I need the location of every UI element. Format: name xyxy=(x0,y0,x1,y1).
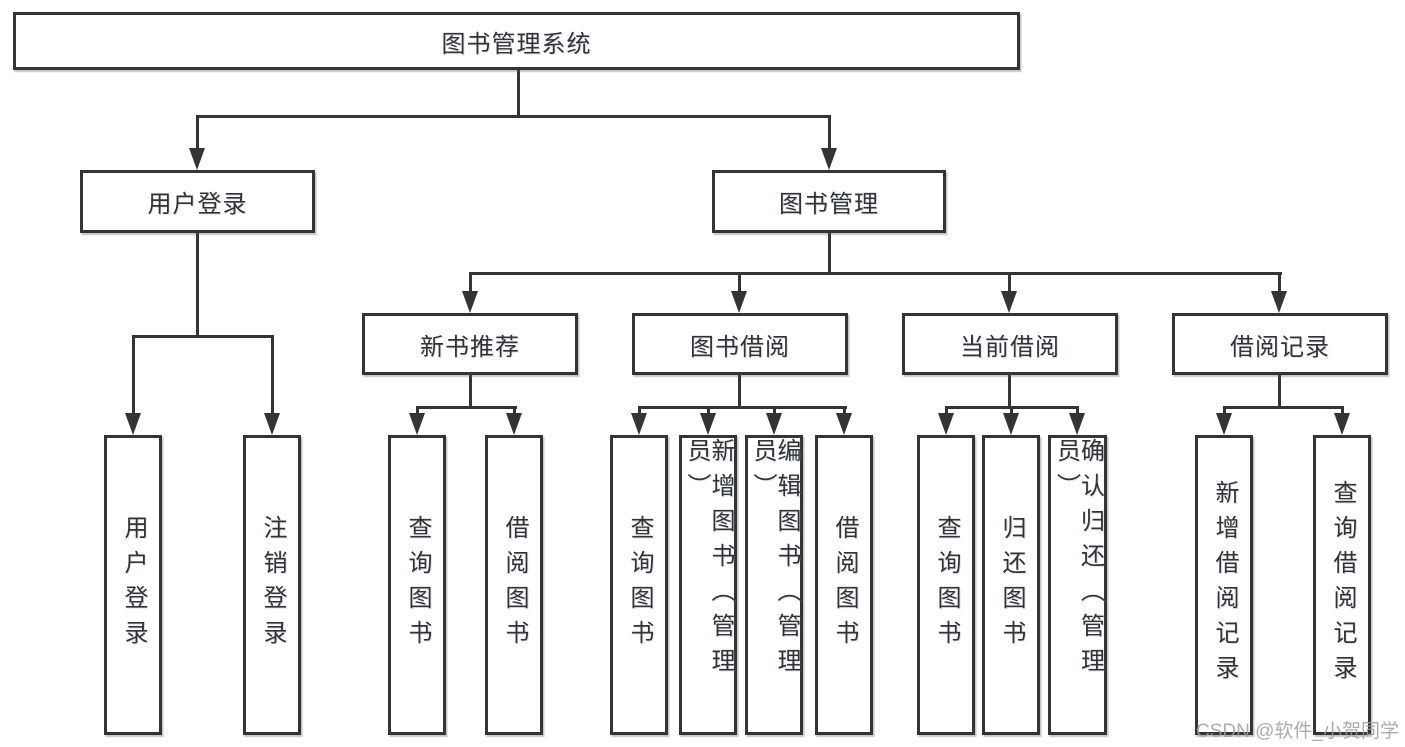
arrow-down-icon xyxy=(821,148,837,170)
node-label: 借阅记录 xyxy=(1230,333,1330,361)
arrow-down-icon xyxy=(1216,413,1232,435)
arrow-down-icon xyxy=(731,291,747,313)
connector-line xyxy=(945,406,948,415)
arrow-down-icon xyxy=(189,148,205,170)
arrow-down-icon xyxy=(631,413,647,435)
arrow-down-icon xyxy=(1069,413,1085,435)
leaf-add-book-admin: 新增图书（管理员） xyxy=(679,435,737,735)
arrow-down-icon xyxy=(264,413,280,435)
arrow-down-icon xyxy=(462,291,478,313)
connector-line xyxy=(1278,272,1281,293)
connector-line xyxy=(132,335,135,415)
node-label: 图书借阅 xyxy=(690,333,790,361)
node-label: 图书管理 xyxy=(779,191,879,218)
connector-line xyxy=(828,233,831,272)
leaf-borrow-book-recommend: 借阅图书 xyxy=(485,435,543,735)
node-label: 当前借阅 xyxy=(960,333,1060,361)
connector-line xyxy=(1010,406,1013,415)
watermark: CSDN @软件_小贺同学 xyxy=(1196,721,1399,742)
connector-line xyxy=(828,115,831,150)
connector-line xyxy=(1076,406,1079,415)
node-label: 归还图书 xyxy=(998,515,1025,655)
node-user-login: 用户登录 xyxy=(80,170,315,233)
arrow-down-icon xyxy=(836,413,852,435)
arrow-down-icon xyxy=(700,413,716,435)
node-label: 查询图书 xyxy=(626,515,653,655)
arrow-down-icon xyxy=(1271,291,1287,313)
leaf-query-book-current: 查询图书 xyxy=(917,435,975,735)
connector-line xyxy=(271,335,274,415)
node-borrow-record: 借阅记录 xyxy=(1172,313,1388,375)
arrow-down-icon xyxy=(1001,291,1017,313)
node-label: 注销登录 xyxy=(259,515,286,655)
node-label: 用户登录 xyxy=(120,515,147,655)
leaf-add-borrow-record: 新增借阅记录 xyxy=(1195,435,1253,735)
node-label: 编辑图书（管理员） xyxy=(749,438,800,683)
node-label: 借阅图书 xyxy=(831,515,858,655)
node-current-borrow: 当前借阅 xyxy=(902,313,1118,375)
leaf-query-book-borrow: 查询图书 xyxy=(610,435,668,735)
arrow-down-icon xyxy=(1334,413,1350,435)
connector-line xyxy=(843,406,846,415)
connector-line xyxy=(707,406,710,415)
connector-line xyxy=(1223,406,1344,409)
node-new-book-recommend: 新书推荐 xyxy=(362,313,578,375)
node-label: 查询图书 xyxy=(933,515,960,655)
node-book-management: 图书管理 xyxy=(712,170,946,233)
node-label: 用户登录 xyxy=(147,191,248,218)
connector-line xyxy=(738,375,741,408)
arrow-down-icon xyxy=(766,413,782,435)
connector-line xyxy=(132,335,274,338)
node-label: 查询图书 xyxy=(404,515,431,655)
connector-line xyxy=(1223,406,1226,415)
node-label: 新增借阅记录 xyxy=(1211,480,1238,690)
connector-line xyxy=(469,272,472,293)
leaf-borrow-book: 借阅图书 xyxy=(815,435,873,735)
connector-line xyxy=(1341,406,1344,415)
connector-line xyxy=(638,406,641,415)
node-label: 新增图书（管理员） xyxy=(683,438,734,683)
arrow-down-icon xyxy=(1003,413,1019,435)
leaf-confirm-return-admin: 确认归还（管理员） xyxy=(1048,435,1107,735)
connector-line xyxy=(1278,375,1281,408)
arrow-down-icon xyxy=(409,413,425,435)
leaf-query-borrow-record: 查询借阅记录 xyxy=(1313,435,1371,735)
arrow-down-icon xyxy=(506,413,522,435)
connector-line xyxy=(416,406,419,415)
connector-line xyxy=(517,70,520,116)
connector-line xyxy=(469,272,1282,275)
node-book-borrow: 图书借阅 xyxy=(632,313,848,375)
connector-line xyxy=(469,375,472,408)
node-label: 借阅图书 xyxy=(501,515,528,655)
leaf-logout: 注销登录 xyxy=(243,435,301,735)
node-label: 新书推荐 xyxy=(420,333,520,361)
connector-line xyxy=(1008,272,1011,293)
connector-line xyxy=(196,115,199,150)
connector-line xyxy=(773,406,776,415)
node-label: 图书管理系统 xyxy=(441,30,592,58)
leaf-query-book-recommend: 查询图书 xyxy=(388,435,446,735)
arrow-down-icon xyxy=(938,413,954,435)
arrow-down-icon xyxy=(125,413,141,435)
leaf-user-login: 用户登录 xyxy=(104,435,162,735)
node-label: 确认归还（管理员） xyxy=(1052,438,1104,683)
connector-line xyxy=(196,233,199,335)
node-label: 查询借阅记录 xyxy=(1329,480,1356,690)
connector-line xyxy=(196,115,831,118)
connector-line xyxy=(513,406,516,415)
leaf-return-book: 归还图书 xyxy=(982,435,1040,735)
connector-line xyxy=(638,406,847,409)
connector-line xyxy=(416,406,517,409)
leaf-edit-book-admin: 编辑图书（管理员） xyxy=(745,435,803,735)
connector-line xyxy=(738,272,741,293)
node-library-management-system: 图书管理系统 xyxy=(13,12,1020,70)
connector-line xyxy=(1008,375,1011,408)
